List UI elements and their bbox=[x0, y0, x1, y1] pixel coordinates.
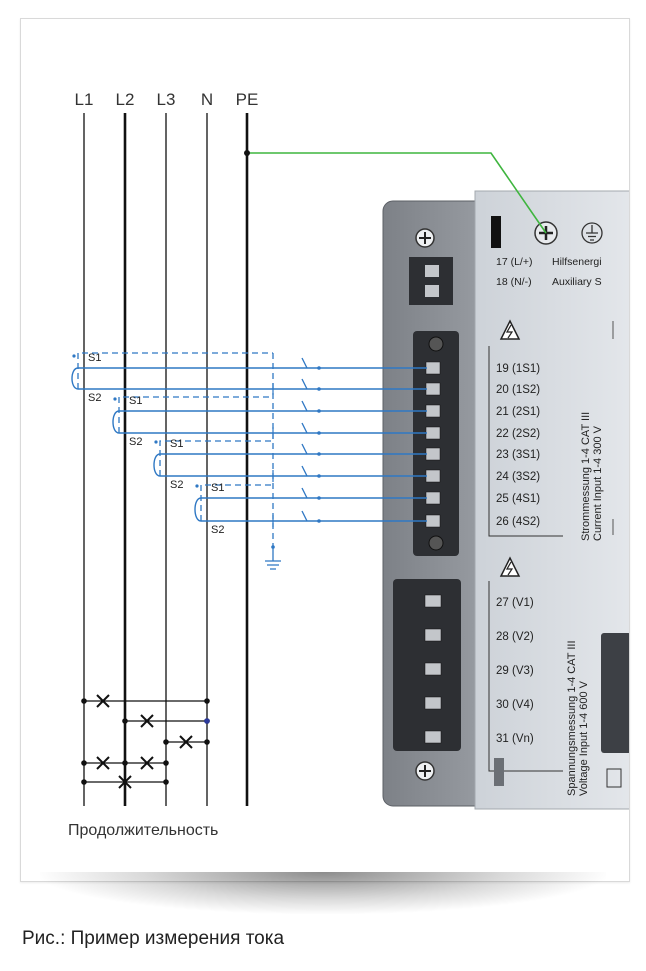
voltage-terminal-label: 30 (V4) bbox=[496, 699, 534, 711]
conductor-label-pe: PE bbox=[236, 90, 259, 109]
current-socket bbox=[425, 361, 441, 375]
current-terminal-label: 19 (1S1) bbox=[496, 363, 540, 375]
current-socket bbox=[425, 404, 441, 418]
aux-terminal-2: 18 (N/-) bbox=[496, 276, 532, 288]
aux-indicator bbox=[491, 216, 501, 248]
current-input-label-de: Strommessung 1-4 CAT III bbox=[580, 412, 592, 541]
aux-desc-2: Auxiliary S bbox=[552, 276, 602, 288]
ct-s2-label: S2 bbox=[129, 436, 142, 448]
current-socket bbox=[425, 426, 441, 440]
screw-top-icon bbox=[415, 228, 435, 248]
figure-caption: Рис.: Пример измерения тока bbox=[22, 928, 285, 949]
wiring-diagram: 17 (L/+) 18 (N/-) Hilfsenergi Auxiliary … bbox=[68, 90, 629, 839]
ct-shorting-link bbox=[118, 396, 273, 433]
ct-s2-label: S2 bbox=[88, 392, 101, 404]
phase-crossovers bbox=[81, 694, 210, 789]
pe-ground-wire bbox=[247, 152, 547, 234]
cross-icon bbox=[96, 756, 110, 770]
cross-icon bbox=[179, 735, 193, 749]
ct-shorting-link bbox=[77, 352, 273, 389]
current-socket bbox=[425, 447, 441, 461]
conductor-label-l2: L2 bbox=[116, 90, 135, 109]
current-terminal-label: 25 (4S1) bbox=[496, 493, 540, 505]
conductor-label-l3: L3 bbox=[157, 90, 176, 109]
current-socket bbox=[425, 382, 441, 396]
ground-symbol-icon bbox=[265, 547, 281, 570]
current-terminal-label: 20 (1S2) bbox=[496, 384, 540, 396]
current-terminal-label: 24 (3S2) bbox=[496, 471, 540, 483]
warning-triangle-icon bbox=[499, 319, 521, 340]
voltage-socket bbox=[424, 628, 442, 642]
continuation-label: Продолжительность bbox=[68, 822, 218, 839]
cross-icon bbox=[96, 694, 110, 708]
diagram-frame: 17 (L/+) 18 (N/-) Hilfsenergi Auxiliary … bbox=[20, 18, 630, 882]
aux-terminal-1: 17 (L/+) bbox=[496, 256, 532, 268]
small-frame-icon bbox=[606, 768, 622, 788]
voltage-socket bbox=[424, 594, 442, 608]
cross-icon bbox=[140, 756, 154, 770]
warning-triangle-icon-voltage bbox=[499, 556, 521, 577]
voltage-input-label-de: Spannungsmessung 1-4 CAT III bbox=[566, 640, 578, 796]
current-connector bbox=[413, 331, 459, 556]
voltage-socket bbox=[424, 730, 442, 744]
display-edge bbox=[601, 633, 629, 753]
ct-s2-label: S2 bbox=[170, 479, 183, 491]
conductor-label-l1: L1 bbox=[75, 90, 94, 109]
ct-s1-label: S1 bbox=[211, 482, 224, 494]
voltage-terminal-label: 31 (Vn) bbox=[496, 733, 534, 745]
cross-icon bbox=[118, 775, 132, 789]
ct-s1-label: S1 bbox=[129, 395, 142, 407]
conductor-label-n: N bbox=[201, 90, 213, 109]
current-terminal-label: 22 (2S2) bbox=[496, 428, 540, 440]
current-socket bbox=[425, 469, 441, 483]
voltage-terminal-label: 28 (V2) bbox=[496, 631, 534, 643]
current-terminal-label: 21 (2S1) bbox=[496, 406, 540, 418]
aux-desc-1: Hilfsenergi bbox=[552, 256, 602, 268]
ct-shorting-link bbox=[159, 440, 273, 476]
voltage-input-label-en: Voltage Input 1-4 600 V bbox=[578, 680, 590, 796]
aux-connector bbox=[409, 257, 453, 305]
ct-s1-label: S1 bbox=[170, 438, 183, 450]
current-terminal-label: 26 (4S2) bbox=[496, 516, 540, 528]
frame-shadow bbox=[40, 872, 606, 914]
current-socket bbox=[425, 514, 441, 528]
current-input-label-en: Current Input 1-4 300 V bbox=[592, 425, 604, 541]
voltage-socket bbox=[424, 696, 442, 710]
voltage-terminal-label: 29 (V3) bbox=[496, 665, 534, 677]
ct-s1-label: S1 bbox=[88, 352, 101, 364]
ct-shorting-link bbox=[200, 484, 273, 521]
protective-earth-icon bbox=[581, 222, 603, 244]
meter-device: 17 (L/+) 18 (N/-) Hilfsenergi Auxiliary … bbox=[382, 190, 629, 810]
ct-s2-label: S2 bbox=[211, 524, 224, 536]
voltage-socket bbox=[424, 662, 442, 676]
indicator-bar bbox=[494, 758, 504, 786]
voltage-terminal-label: 27 (V1) bbox=[496, 597, 534, 609]
current-socket bbox=[425, 491, 441, 505]
current-terminal-label: 23 (3S1) bbox=[496, 449, 540, 461]
cross-icon bbox=[140, 714, 154, 728]
screw-bottom-icon bbox=[415, 761, 435, 781]
conductors bbox=[83, 113, 249, 806]
